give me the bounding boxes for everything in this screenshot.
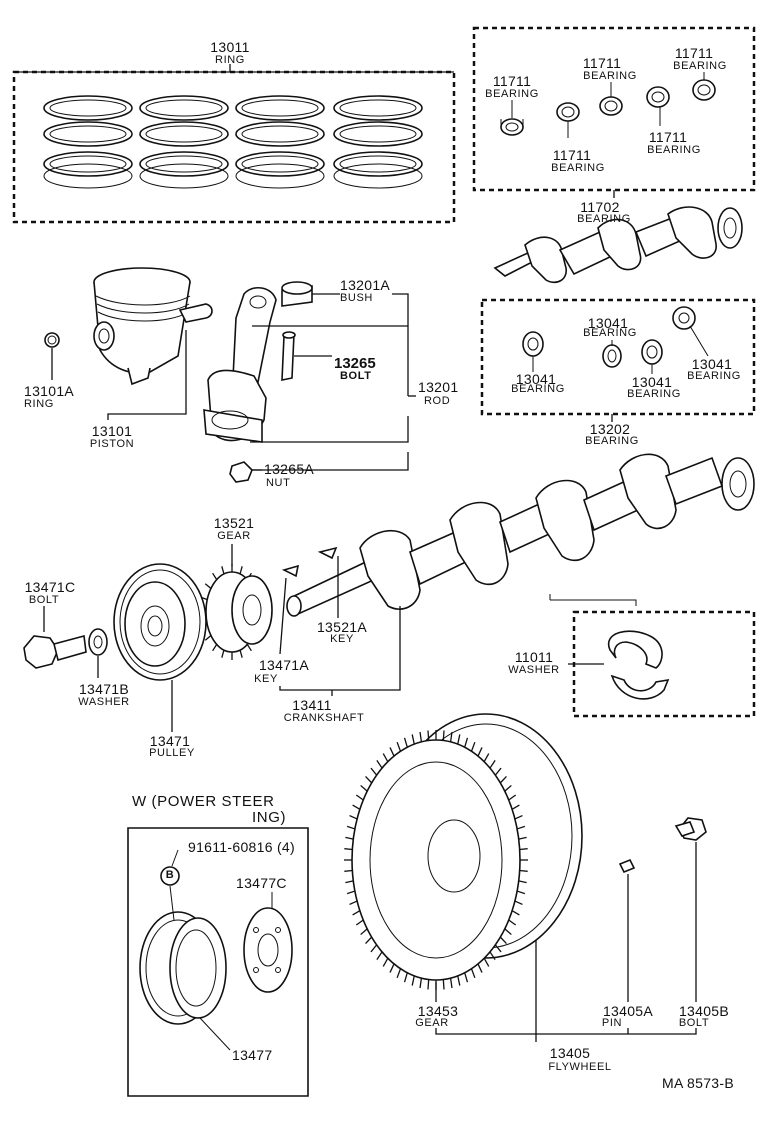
callout-flywheel-name: FLYWHEEL xyxy=(548,1061,612,1073)
callout-piston-part: 13101 xyxy=(91,423,133,439)
callout-bearing-upper-5-part: 11711 xyxy=(674,45,714,61)
callout-pulley-key-name: KEY xyxy=(254,673,278,685)
power-steering-inset-frame xyxy=(127,827,309,1097)
flywheel-drawing xyxy=(351,713,583,981)
callout-rod-bearing-3-name: BEARING xyxy=(627,388,681,400)
callout-flywheel-bolt-name: BOLT xyxy=(678,1017,710,1029)
diagram-code: MA 8573-B xyxy=(662,1075,734,1091)
ps-bolt-ref: 91611-60816 (4) xyxy=(188,839,295,855)
piston-drawing xyxy=(44,267,213,386)
callout-gear-name: GEAR xyxy=(217,530,251,542)
callout-rod-bearing-3-part: 13041 xyxy=(631,374,673,390)
connecting-rod-drawing xyxy=(203,281,313,483)
callout-rod-bolt-name: BOLT xyxy=(340,370,372,382)
leader-lines xyxy=(43,64,709,1051)
callout-rod-bolt-part: 13265 xyxy=(334,355,376,372)
ps-pulley-drawing xyxy=(139,911,227,1025)
callout-rod-bearing-2-part: 13041 xyxy=(587,315,629,331)
callout-gear-part: 13521 xyxy=(213,515,255,531)
callout-piston-name: PISTON xyxy=(89,438,135,450)
callout-flywheel-pin-part: 13405A xyxy=(602,1003,654,1019)
callout-bearing-set-main-part: 11702 xyxy=(580,199,620,215)
callout-crankshaft-part: 13411 xyxy=(292,697,332,713)
callout-rod-bearing-2-name: BEARING xyxy=(583,327,637,339)
flywheel-bolt-drawing xyxy=(674,817,707,841)
callout-pulley-part: 13471 xyxy=(149,733,191,749)
callout-bearing-upper-3-part: 11711 xyxy=(582,55,622,71)
thrust-washer-drawing xyxy=(607,630,670,700)
callout-bearing-upper-2-part: 11711 xyxy=(552,147,592,163)
ring-group-2 xyxy=(139,95,229,189)
callout-piston-clip-name: RING xyxy=(24,398,54,410)
pulley-bolt-drawing xyxy=(23,628,108,669)
flywheel-pin-drawing xyxy=(618,858,636,874)
callout-pulley-key-part: 13471A xyxy=(258,657,310,673)
ps-inset-title-line1: W (POWER STEER xyxy=(132,793,275,810)
upper-crankshaft xyxy=(493,206,743,284)
upper-bearing-box xyxy=(472,26,756,192)
callout-flywheel-pin-name: PIN xyxy=(601,1017,623,1029)
callout-bearing-upper-1-name: BEARING xyxy=(485,88,539,100)
callout-rod-bearing-1-name: BEARING xyxy=(511,383,565,395)
ps-bolt-marker-label: B xyxy=(165,869,175,881)
callout-pulley-name: PULLEY xyxy=(149,747,195,759)
callout-bearing-upper-2-name: BEARING xyxy=(551,162,605,174)
callout-bearing-upper-1-part: 11711 xyxy=(492,73,532,89)
callout-thrust-washer-part: 11011 xyxy=(514,649,554,665)
ring-set-box xyxy=(12,70,456,224)
callout-thrust-washer-name: WASHER xyxy=(508,664,560,676)
callout-washer-part: 13471B xyxy=(78,681,130,697)
crank-pulley-drawing xyxy=(113,563,207,681)
ring-group-4 xyxy=(333,95,423,189)
callout-ring-name: RING xyxy=(215,54,245,66)
callout-pulley-bolt-part: 13471C xyxy=(24,579,76,595)
ps-plate-drawing xyxy=(243,907,293,993)
upper-bearing-shells xyxy=(500,79,716,136)
ps-pulley-part: 13477 xyxy=(232,1047,273,1063)
callout-washer-name: WASHER xyxy=(78,696,130,708)
rod-bearing-box xyxy=(480,298,756,416)
callout-rod-part: 13201 xyxy=(418,379,459,395)
callout-flywheel-bolt-part: 13405B xyxy=(678,1003,730,1019)
callout-rod-bearing-4-name: BEARING xyxy=(687,370,741,382)
ring-gear-teeth xyxy=(344,730,528,990)
callout-bearing-upper-4-part: 11711 xyxy=(648,129,688,145)
callout-rod-nut-part: 13265A xyxy=(264,461,315,477)
callout-ring-gear-part: 13453 xyxy=(417,1003,459,1019)
callout-bush-name: BUSH xyxy=(340,292,373,304)
callout-piston-clip-part: 13101A xyxy=(24,383,75,399)
callout-gear-key-part: 13521A xyxy=(316,619,368,635)
callout-crankshaft-name: CRANKSHAFT xyxy=(283,712,365,724)
callout-rod-bearing-1-part: 13041 xyxy=(515,371,557,387)
ring-group-1 xyxy=(43,95,133,189)
callout-bearing-set-main-name: BEARING xyxy=(577,213,631,225)
main-crankshaft-drawing xyxy=(286,453,755,617)
rod-bearing-shells xyxy=(522,306,696,368)
ring-group-3 xyxy=(235,95,325,189)
timing-gear-drawing xyxy=(199,564,273,660)
callout-flywheel-part: 13405 xyxy=(549,1045,591,1061)
callout-rod-name: ROD xyxy=(424,395,451,407)
callout-ring-gear-name: GEAR xyxy=(415,1017,449,1029)
callout-bearing-upper-3-name: BEARING xyxy=(583,70,637,82)
ps-plate-part: 13477C xyxy=(236,875,287,891)
crank-keys xyxy=(281,546,338,578)
piston-ring-sets xyxy=(43,95,423,189)
callout-bush-part: 13201A xyxy=(340,277,391,293)
callout-bearing-upper-5-name: BEARING xyxy=(673,60,727,72)
callout-ring-part: 13011 xyxy=(210,39,250,55)
ps-bolt-marker xyxy=(160,866,180,886)
callout-bearing-upper-4-name: BEARING xyxy=(647,144,701,156)
callout-rod-nut-name: NUT xyxy=(266,477,291,489)
callout-pulley-bolt-name: BOLT xyxy=(28,594,60,606)
ps-inset-title-line2: ING) xyxy=(252,809,287,826)
callout-gear-key-name: KEY xyxy=(330,633,354,645)
callout-rod-bearing-set-name: BEARING xyxy=(585,435,639,447)
callout-rod-bearing-4-part: 13041 xyxy=(691,356,733,372)
callout-rod-bearing-set-part: 13202 xyxy=(589,421,631,437)
